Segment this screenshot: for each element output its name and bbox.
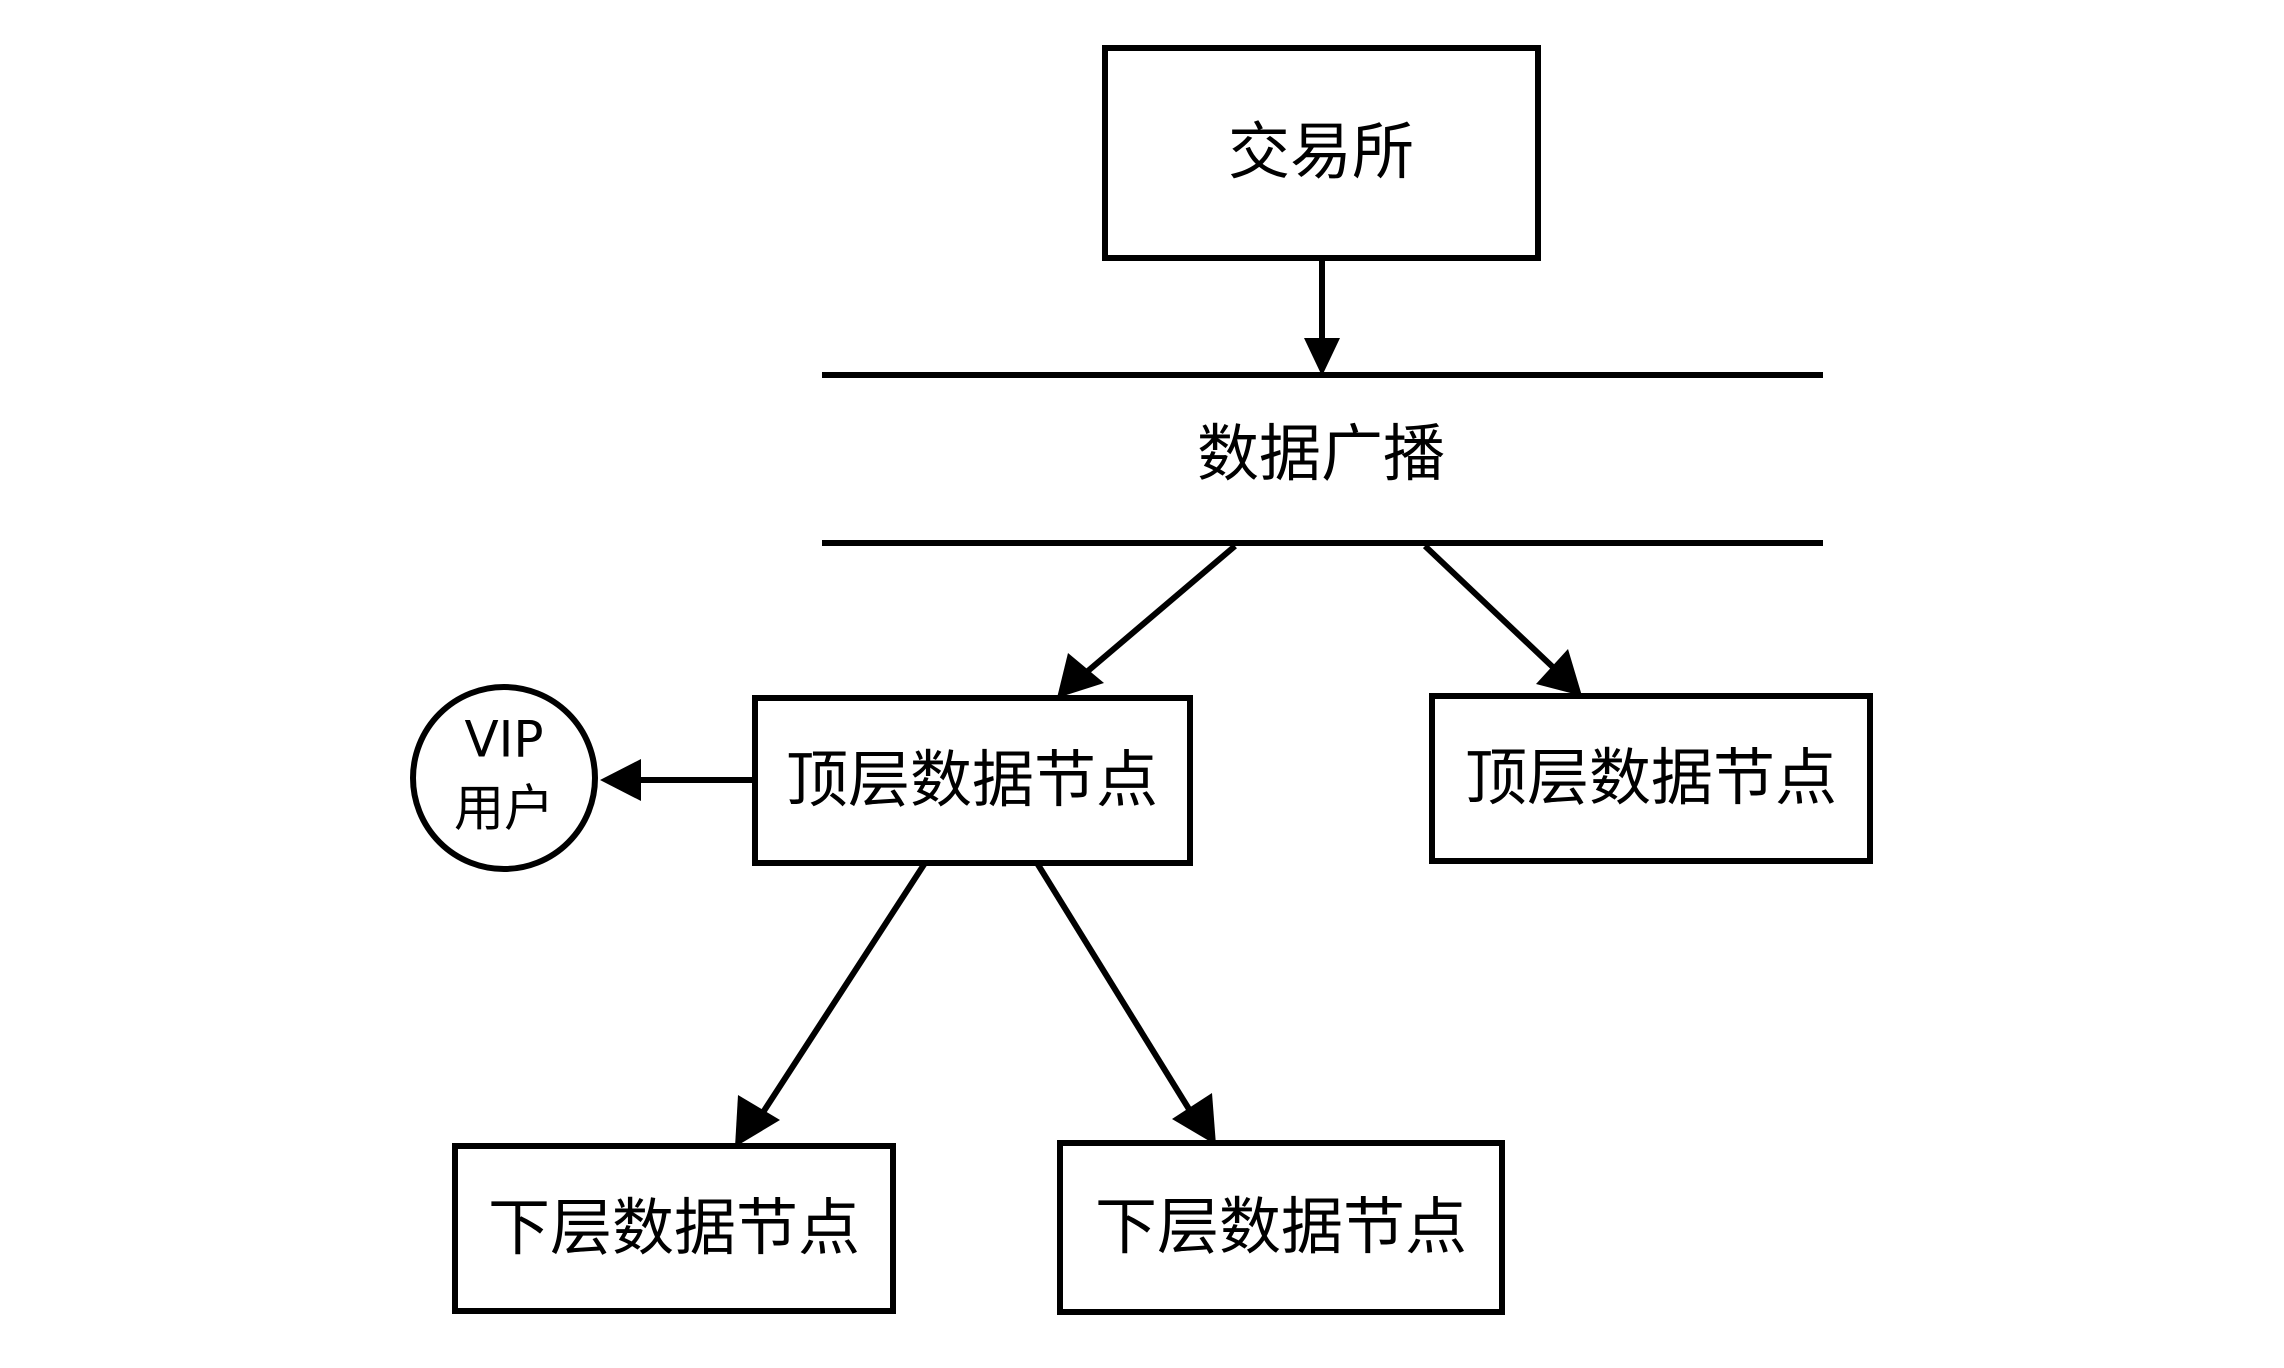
node-top-data-node-left-label: 顶层数据节点 [786,743,1158,816]
node-lower-data-node-left-label: 下层数据节点 [488,1191,860,1264]
node-top-data-node-left[interactable]: 顶层数据节点 [752,695,1193,866]
edge-top-node-to-lower-node-right [1034,861,1216,1145]
edge-top-node-to-lower-node-left-arrowhead [735,1095,780,1147]
edge-top-node-to-vip-user [600,759,755,801]
edge-top-node-to-vip-user-arrowhead [600,759,641,801]
node-lower-data-node-left[interactable]: 下层数据节点 [452,1143,896,1314]
node-lower-data-node-right-box[interactable] [1057,1140,1505,1315]
node-top-data-node-right[interactable]: 顶层数据节点 [1429,693,1873,864]
node-exchange-box[interactable] [1102,45,1541,261]
edge-top-node-to-lower-node-left [735,861,928,1147]
edge-exchange-to-broadcast [1304,258,1340,376]
edge-broadcast-to-top-node-right-arrowhead [1536,649,1582,696]
node-broadcast-bus[interactable]: 数据广播 [822,372,1823,546]
edge-top-node-to-lower-node-right-line [1034,861,1195,1116]
node-top-data-node-right-label: 顶层数据节点 [1465,741,1837,814]
node-vip-user[interactable]: VIP 用户 [410,684,598,872]
edge-broadcast-to-top-node-left-arrowhead [1057,653,1104,698]
edge-broadcast-to-top-node-left-line [1080,543,1237,679]
node-exchange[interactable]: 交易所 [1102,45,1541,261]
node-vip-user-label-line1: VIP [464,711,543,769]
node-top-data-node-left-box[interactable] [752,695,1193,866]
edge-broadcast-to-top-node-left [1057,543,1237,698]
node-lower-data-node-right[interactable]: 下层数据节点 [1057,1140,1505,1315]
node-lower-data-node-left-box[interactable] [452,1143,896,1314]
node-top-data-node-right-box[interactable] [1429,693,1873,864]
node-lower-data-node-right-label: 下层数据节点 [1095,1190,1467,1263]
broadcast-bus-label: 数据广播 [1197,417,1445,490]
edge-top-node-to-lower-node-left-line [757,861,928,1119]
edge-exchange-to-broadcast-arrowhead [1304,338,1340,376]
edge-broadcast-to-top-node-right-line [1422,543,1561,675]
node-exchange-label: 交易所 [1228,115,1414,188]
edge-broadcast-to-top-node-right [1422,543,1582,696]
edge-top-node-to-lower-node-right-arrowhead [1172,1093,1216,1145]
node-vip-user-label-line2: 用户 [454,780,554,838]
node-vip-user-circle[interactable] [410,684,598,872]
